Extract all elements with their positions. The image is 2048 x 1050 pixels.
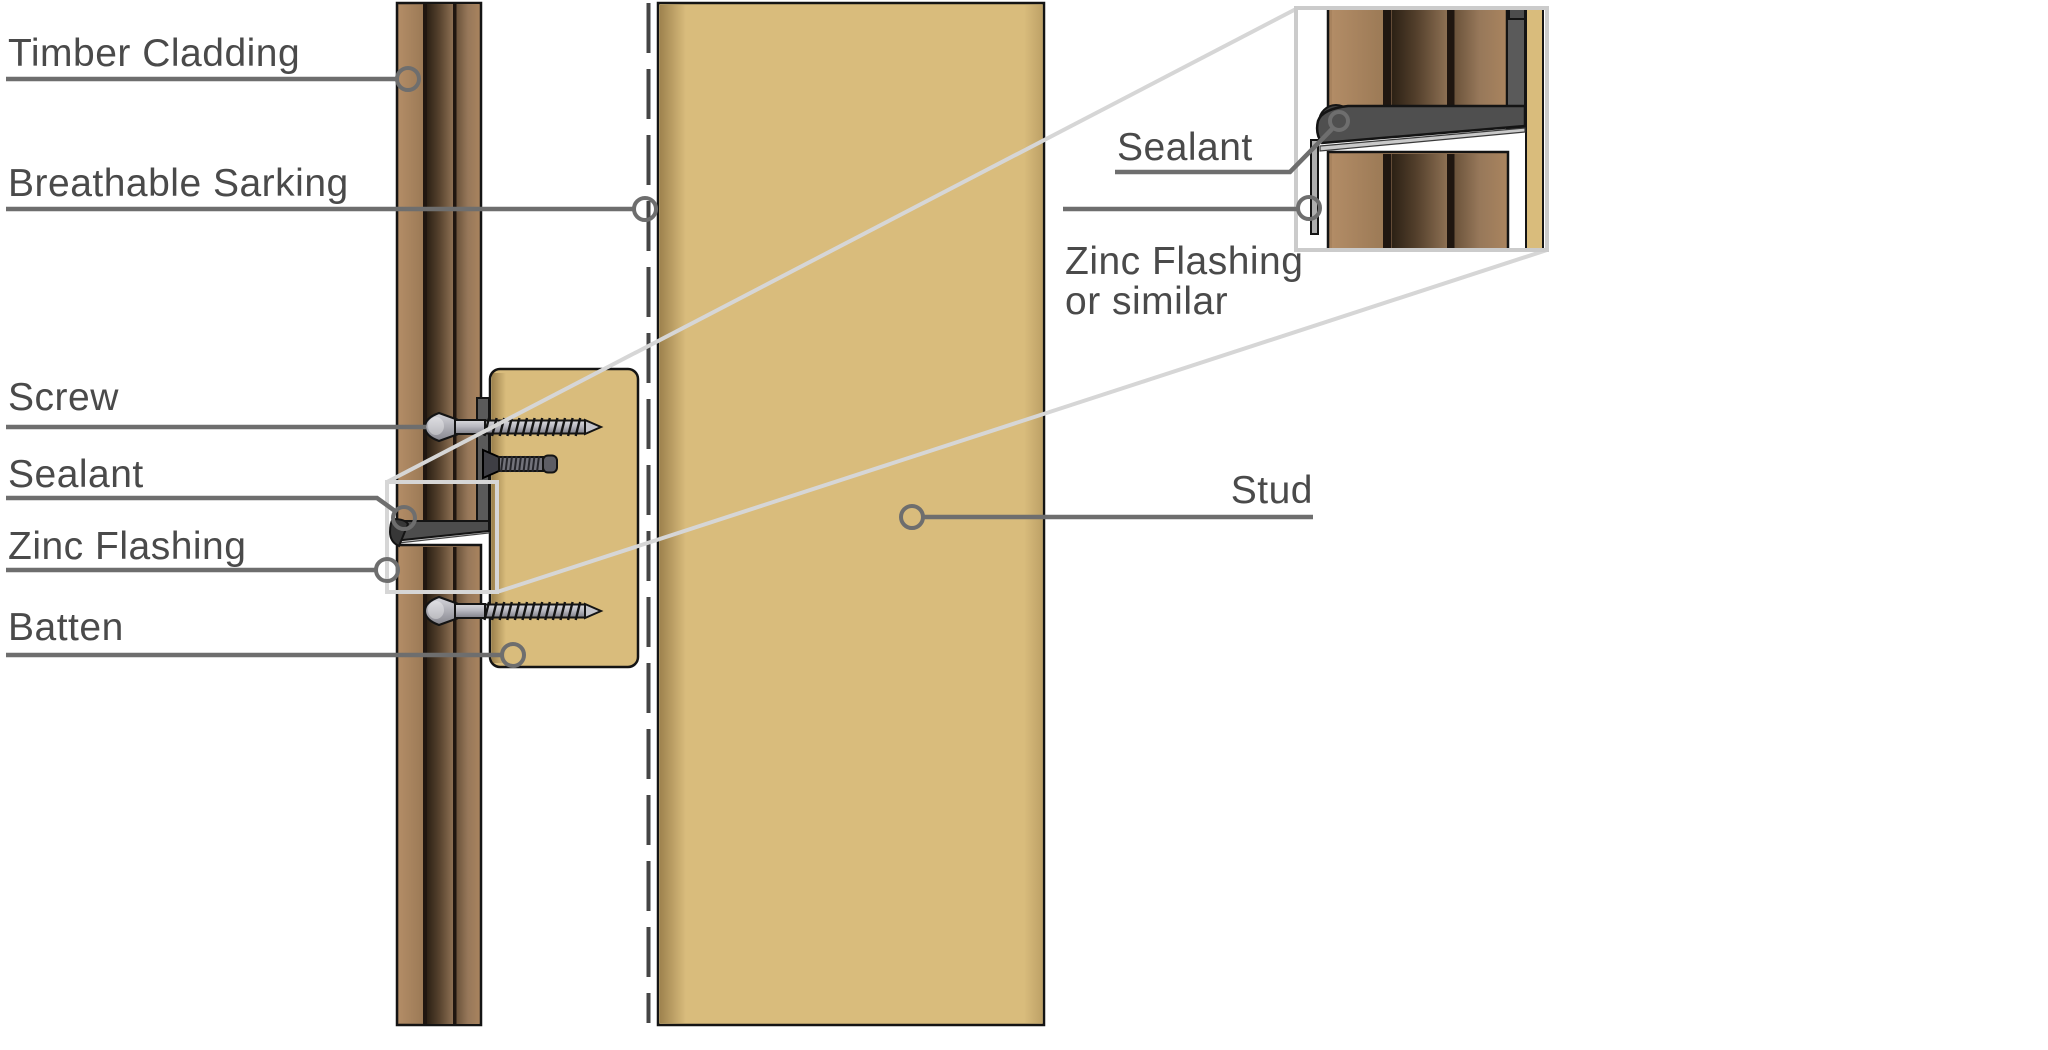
label-inset-zinc-flashing-line1: Zinc Flashing <box>1065 240 1303 283</box>
inset-flashing-underside <box>1319 127 1526 152</box>
callout-connector-bottom <box>496 248 1548 594</box>
label-inset-sealant: Sealant <box>1117 126 1253 169</box>
label-zinc-flashing: Zinc Flashing <box>8 525 246 568</box>
inset-flashing-top-hook <box>1508 10 1526 20</box>
callout-connector-top <box>386 7 1297 484</box>
label-breathable-sarking: Breathable Sarking <box>8 162 349 205</box>
stud-panel <box>656 1 1046 1027</box>
leader-timber-cladding <box>6 66 421 92</box>
leader-breathable-sarking <box>6 196 658 222</box>
label-screw: Screw <box>8 376 119 419</box>
label-batten: Batten <box>8 606 124 649</box>
label-stud: Stud <box>1231 469 1313 512</box>
label-sealant: Sealant <box>8 453 144 496</box>
inset-border <box>1294 6 1549 252</box>
inset-flashing-drip-leg <box>1310 139 1319 235</box>
callout-source-box <box>385 480 499 594</box>
inset-cladding-lower <box>1326 150 1510 248</box>
batten-panel <box>488 367 640 669</box>
timber-cladding-upper <box>395 1 483 526</box>
inset-flashing-profile <box>1310 10 1527 235</box>
leader-zinc-flashing <box>6 557 400 583</box>
leader-inset-zinc-flashing <box>1063 195 1322 221</box>
inset-batten-strip <box>1525 10 1544 248</box>
screw-middle <box>482 448 558 480</box>
label-inset-zinc-flashing-line2: or similar <box>1065 280 1228 323</box>
leader-batten <box>6 642 526 668</box>
leader-inset-sealant <box>1115 110 1350 175</box>
leader-stud <box>899 504 1313 530</box>
inset-cladding-upper <box>1326 10 1509 109</box>
label-timber-cladding: Timber Cladding <box>8 32 300 75</box>
leader-sealant <box>6 495 417 531</box>
